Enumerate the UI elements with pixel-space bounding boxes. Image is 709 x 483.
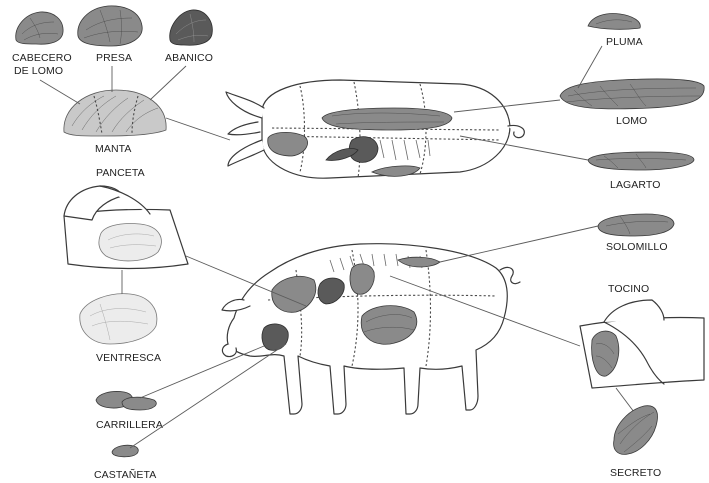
label-pluma: PLUMA	[606, 36, 643, 48]
carrillera-cut	[96, 391, 156, 410]
castaneta-cut	[112, 445, 138, 457]
cabecero-de-lomo-cut	[16, 12, 63, 44]
label-abanico: ABANICO	[165, 52, 213, 64]
label-lagarto: LAGARTO	[610, 179, 661, 191]
label-carrillera: CARRILLERA	[96, 419, 163, 431]
solomillo-cut	[598, 214, 674, 236]
label-ventresca: VENTRESCA	[96, 352, 161, 364]
label-manta: MANTA	[95, 143, 131, 155]
label-solomillo: SOLOMILLO	[606, 241, 668, 253]
abanico-cut	[170, 10, 213, 45]
label-tocino: TOCINO	[608, 283, 649, 295]
label-cabecero: CABECERO	[12, 52, 72, 64]
presa-cut	[78, 6, 142, 46]
secreto-cut	[614, 406, 658, 455]
pig-side-view	[222, 244, 520, 414]
label-castaneta: CASTAÑETA	[94, 468, 156, 481]
label-de-lomo: DE LOMO	[14, 65, 63, 77]
label-lomo: LOMO	[616, 115, 647, 127]
manta-cut	[64, 90, 166, 136]
ventresca-cut	[80, 294, 157, 344]
carcass-top-view	[226, 80, 524, 178]
pluma-cut	[588, 14, 640, 30]
label-panceta: PANCETA	[96, 167, 145, 179]
label-presa: PRESA	[96, 52, 132, 64]
panceta-cut	[64, 186, 188, 269]
lomo-cut	[560, 79, 704, 109]
label-secreto: SECRETO	[610, 467, 661, 479]
tocino-cut	[580, 300, 704, 388]
lagarto-cut	[588, 152, 694, 170]
